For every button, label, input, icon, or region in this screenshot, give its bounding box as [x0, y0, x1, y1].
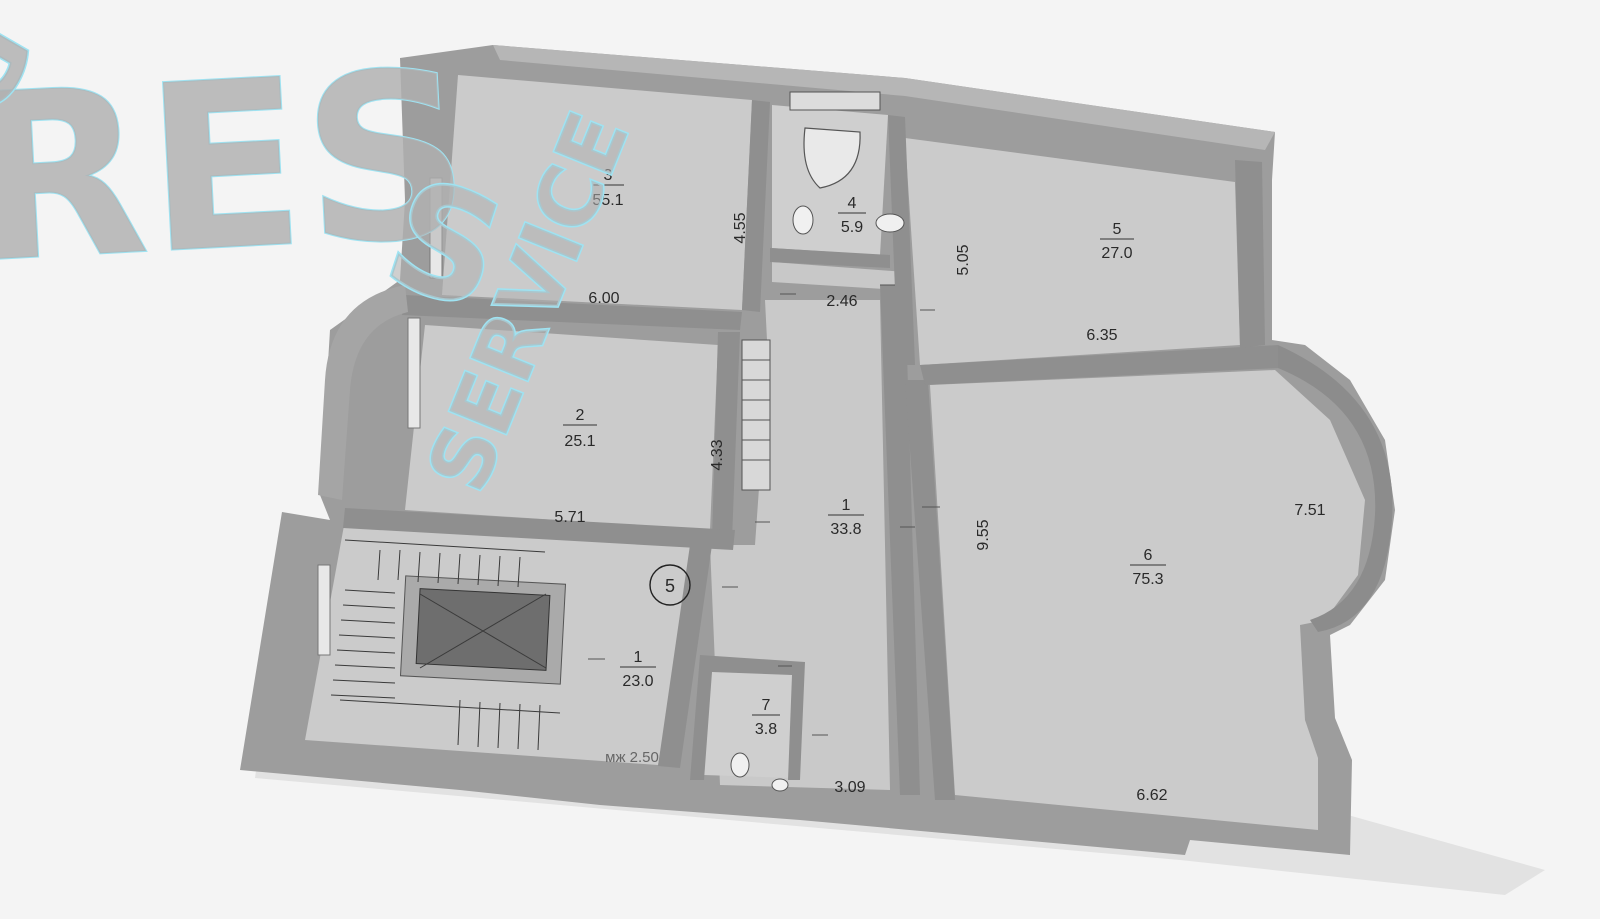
stairwell-marker: 5 — [649, 564, 691, 606]
watermark-big-text: RES — [0, 22, 476, 315]
room-labels: 3 55.1 4 5.9 5 27.0 2 25.1 1 33.8 6 75.3 — [563, 167, 1166, 738]
room-number: 1 — [842, 497, 851, 514]
room-label-3: 3 55.1 — [592, 167, 624, 209]
wall-6-left — [905, 380, 955, 800]
dimension-label: 5.05 — [955, 244, 972, 275]
shelving — [741, 339, 771, 491]
bath-fixtures — [730, 91, 905, 792]
window — [429, 177, 443, 279]
room-label-6: 6 75.3 — [1130, 547, 1166, 588]
room-number: 1 — [634, 649, 643, 666]
room-area: 5.9 — [841, 219, 863, 236]
staircase — [330, 539, 567, 751]
wall-3-bath — [742, 100, 770, 312]
wall-3-2 — [402, 295, 742, 330]
wc-toilet — [730, 752, 750, 778]
left-balcony — [318, 285, 408, 500]
wall-wc — [690, 655, 805, 780]
room-label-7: 7 3.8 — [752, 697, 780, 738]
stairwell-marker-label: 5 — [665, 576, 675, 596]
door-ticks — [588, 284, 940, 736]
wall-stair-hall — [658, 545, 712, 768]
windows-left — [317, 177, 443, 656]
wall-5-6 — [920, 345, 1280, 385]
room-number: 2 — [576, 407, 585, 424]
partition-walls — [343, 100, 1280, 800]
room-2-floor — [405, 325, 718, 530]
toilet — [875, 213, 905, 233]
room-number: 5 — [1113, 221, 1122, 238]
wall-bath-5 — [888, 115, 915, 365]
shelf-rack — [789, 91, 881, 111]
room-area: 33.8 — [830, 521, 861, 538]
room-7-floor — [704, 665, 795, 778]
room-label-4: 4 5.9 — [838, 195, 866, 236]
room-label-2: 2 25.1 — [563, 407, 597, 450]
room-number: 6 — [1144, 547, 1153, 564]
dimension-label: 7.51 — [1294, 502, 1325, 519]
bay-window — [1278, 345, 1393, 632]
room-area: 23.0 — [622, 673, 653, 690]
dimension-label: 3.09 — [834, 779, 865, 796]
room-label-1-stair: 1 23.0 — [620, 649, 656, 690]
room-number: 7 — [762, 697, 771, 714]
top-wall-face — [493, 45, 1275, 150]
stair-lift-inner — [415, 588, 551, 671]
dimension-label: 9.55 — [975, 519, 992, 550]
wall-2-hall — [712, 332, 740, 540]
room-label-5: 5 27.0 — [1100, 221, 1134, 262]
room-label-1-hall: 1 33.8 — [828, 497, 864, 538]
floor-height-label: мж 2.50 — [605, 749, 659, 766]
dimension-labels: 6.00 4.55 2.46 5.05 6.35 4.33 5.71 9.55 … — [554, 212, 1325, 804]
room-area: 25.1 — [564, 433, 595, 450]
room-number: 4 — [848, 195, 857, 212]
wall-right-outer — [1235, 160, 1265, 348]
wall-hall-right — [880, 285, 920, 795]
dimension-label: 4.55 — [732, 212, 749, 243]
dimension-label: 6.00 — [588, 290, 619, 307]
wall-bath-hall — [770, 248, 890, 268]
room-area: 3.8 — [755, 721, 777, 738]
wc-sink — [771, 778, 789, 792]
wall-2-stair — [343, 508, 735, 550]
room-3-floor — [442, 75, 752, 310]
dimension-label: 5.71 — [554, 509, 585, 526]
hall-top-floor — [772, 262, 905, 290]
corner-bathtub — [803, 127, 861, 189]
room-area: 75.3 — [1132, 571, 1163, 588]
window — [407, 317, 421, 429]
room-5-floor — [905, 138, 1240, 365]
dimension-label: 6.35 — [1086, 327, 1117, 344]
dimension-label: 6.62 — [1136, 787, 1167, 804]
room-number: 3 — [604, 167, 613, 184]
dimension-label: 2.46 — [826, 293, 857, 310]
room-area: 27.0 — [1101, 245, 1132, 262]
dimension-label: 4.33 — [709, 439, 726, 470]
room-area: 55.1 — [592, 192, 623, 209]
window — [317, 564, 331, 656]
sink — [792, 205, 814, 235]
room-6-floor — [930, 370, 1365, 830]
